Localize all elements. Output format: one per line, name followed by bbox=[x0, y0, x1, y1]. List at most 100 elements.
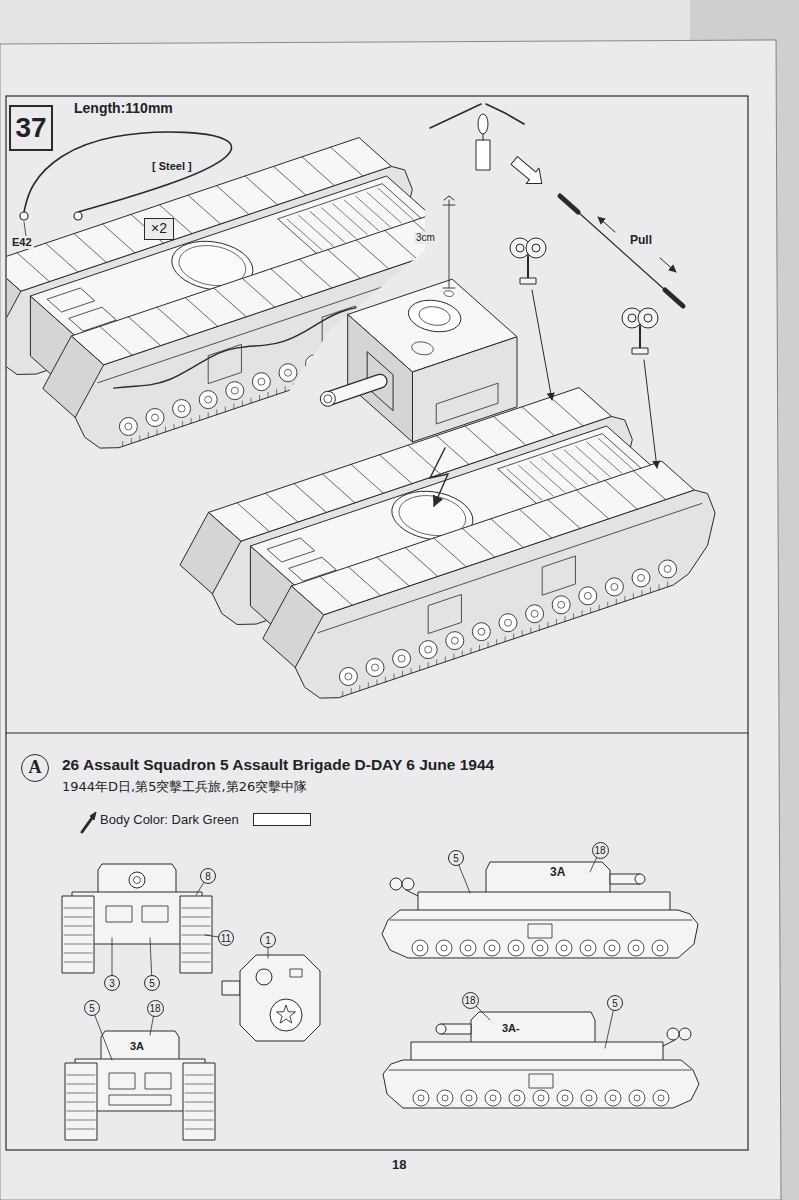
turret bbox=[101, 1031, 179, 1063]
track-link bbox=[64, 935, 92, 936]
track-link bbox=[185, 1084, 213, 1085]
callout-text: 8 bbox=[205, 871, 211, 882]
install-arrow bbox=[532, 290, 552, 400]
track-link bbox=[259, 395, 260, 400]
callout-text: 18 bbox=[464, 995, 475, 1006]
dimension-tick bbox=[443, 288, 455, 289]
track-link bbox=[64, 944, 92, 945]
road-wheel bbox=[552, 596, 570, 614]
turret-ring-inner bbox=[399, 496, 466, 536]
wheel-hub bbox=[537, 945, 543, 951]
wheel-hub bbox=[345, 673, 352, 680]
petard-mortar bbox=[222, 981, 240, 995]
wheel-hub bbox=[441, 945, 447, 951]
track-link bbox=[64, 917, 92, 918]
node-text: A bbox=[29, 758, 42, 778]
loader-hatch bbox=[412, 342, 433, 355]
cable-length: Length:110mm bbox=[72, 100, 175, 116]
engine-grille bbox=[378, 188, 413, 219]
track-link bbox=[616, 599, 617, 604]
guard-seam bbox=[274, 166, 306, 195]
near-track-nose bbox=[43, 336, 104, 417]
hull-plate bbox=[106, 906, 132, 922]
track-link bbox=[319, 375, 320, 380]
wheel-hub bbox=[490, 1095, 496, 1101]
guard-seam bbox=[214, 288, 246, 317]
road-wheel bbox=[579, 587, 597, 605]
stretch-sprue-guide bbox=[430, 104, 683, 306]
driver-hatch bbox=[47, 288, 95, 312]
track-link bbox=[64, 926, 92, 927]
candle-wick bbox=[483, 134, 484, 140]
road-wheel bbox=[306, 355, 324, 373]
road-wheel bbox=[604, 940, 620, 956]
exhaust-plate bbox=[109, 1095, 171, 1105]
road-wheel bbox=[629, 1090, 645, 1106]
track-link bbox=[310, 378, 311, 383]
track-link bbox=[394, 674, 395, 679]
guard-seam bbox=[551, 397, 583, 426]
hollow-arrow-shape bbox=[508, 153, 548, 191]
rear-view bbox=[65, 1031, 215, 1140]
pannier-door bbox=[529, 1074, 553, 1088]
track-link bbox=[641, 591, 642, 596]
track-link bbox=[590, 608, 591, 613]
track-link bbox=[470, 648, 471, 653]
guard-seam bbox=[356, 240, 388, 269]
track-link bbox=[667, 582, 668, 587]
track-link bbox=[445, 657, 446, 662]
wheel-hub bbox=[609, 945, 615, 951]
road-wheel bbox=[436, 940, 452, 956]
guard-seam bbox=[294, 484, 326, 513]
mortar-muzzle bbox=[129, 872, 145, 888]
road-wheel bbox=[628, 940, 644, 956]
callout-text: 5 bbox=[149, 978, 155, 989]
front-view bbox=[62, 864, 212, 973]
callout-number: 5 bbox=[84, 1000, 100, 1016]
wheel-hub bbox=[152, 414, 159, 421]
track-link bbox=[633, 593, 634, 598]
track-link bbox=[191, 418, 192, 423]
track-link bbox=[182, 926, 210, 927]
track-link bbox=[182, 908, 210, 909]
lamp-lens bbox=[526, 238, 546, 258]
guard-seam bbox=[242, 278, 274, 307]
track-link bbox=[182, 944, 210, 945]
guard-seam bbox=[348, 567, 380, 596]
rear-lamp bbox=[390, 878, 402, 890]
engine-grille bbox=[287, 219, 322, 250]
road-wheel bbox=[393, 650, 411, 668]
stretched-sprue bbox=[578, 212, 665, 290]
leader-line bbox=[24, 222, 26, 236]
wheel-hub bbox=[489, 945, 495, 951]
periscope bbox=[290, 969, 302, 977]
track-pannier bbox=[383, 1060, 699, 1108]
wheel-hub bbox=[514, 1095, 520, 1101]
near-track-guard bbox=[291, 461, 694, 615]
brush-handle bbox=[82, 818, 92, 832]
track-link bbox=[547, 622, 548, 627]
track-link bbox=[342, 691, 343, 696]
wheel-hub bbox=[633, 945, 639, 951]
guard-seam bbox=[188, 195, 220, 224]
track-link bbox=[67, 1093, 95, 1094]
callout-number: 5 bbox=[144, 975, 160, 991]
engine-grille bbox=[587, 442, 622, 473]
hull bbox=[411, 1042, 663, 1062]
callout-text: 18 bbox=[594, 845, 605, 856]
engine-grille bbox=[576, 446, 611, 477]
track-link bbox=[131, 439, 132, 444]
guard-seam bbox=[351, 464, 383, 493]
track-link bbox=[67, 1075, 95, 1076]
road-wheel bbox=[581, 1090, 597, 1106]
wheel-hub bbox=[585, 945, 591, 951]
sprue-piece bbox=[486, 104, 524, 124]
color-swatch bbox=[253, 813, 311, 826]
wheel-hub bbox=[258, 378, 265, 385]
track-link bbox=[64, 953, 92, 954]
turret-roof bbox=[240, 955, 320, 1041]
track-link bbox=[64, 962, 92, 963]
callout-text: 5 bbox=[453, 853, 459, 864]
road-wheel bbox=[533, 1090, 549, 1106]
commander-cupola bbox=[408, 300, 460, 331]
